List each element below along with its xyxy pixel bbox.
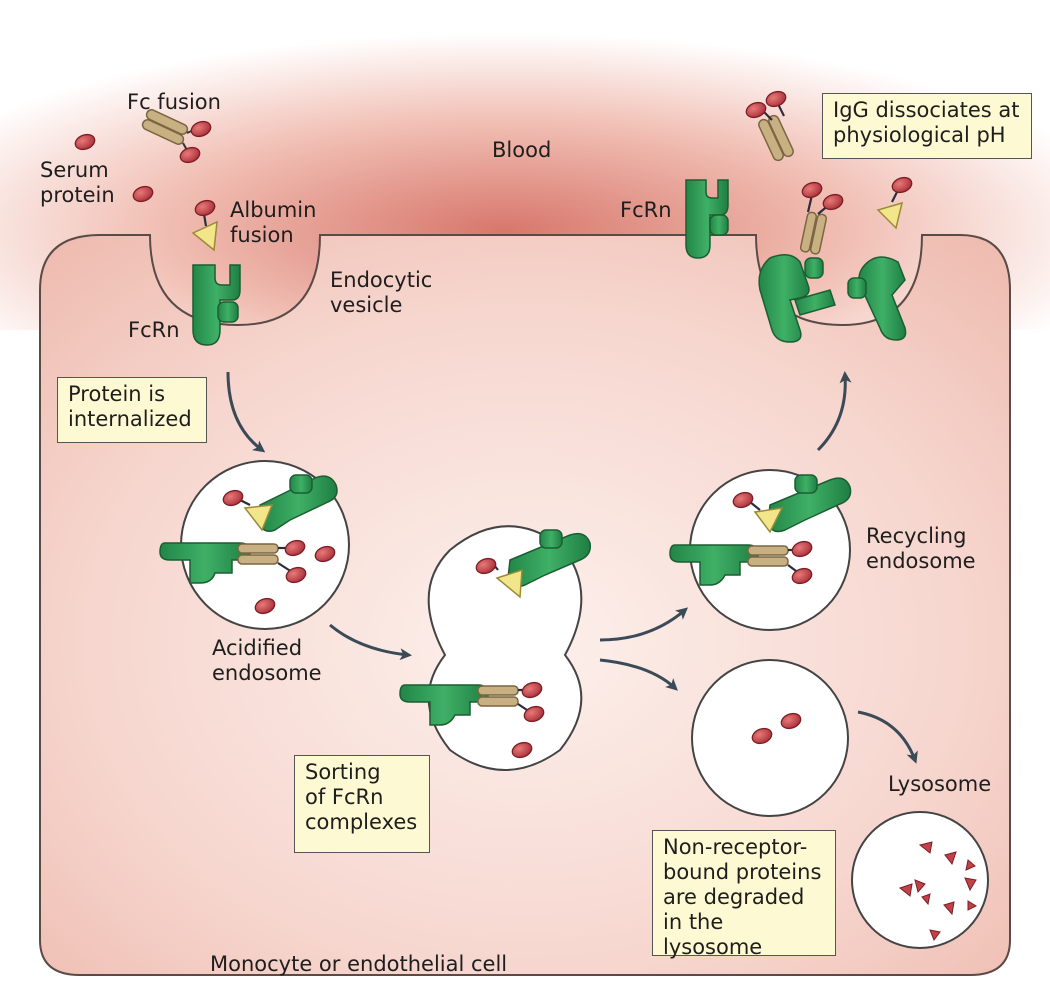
fcrn-receptor-pit-a bbox=[758, 254, 836, 343]
protein-ovals bbox=[74, 90, 913, 759]
arrow-to-degradation bbox=[599, 658, 678, 691]
note-sorting: Sorting of FcRn complexes bbox=[294, 755, 430, 853]
fcrn-receptor-endosome-1 bbox=[259, 474, 338, 532]
fcrn-receptor-pit-b bbox=[847, 256, 907, 341]
note-protein-internalized: Protein is internalized bbox=[57, 377, 207, 443]
lysosome-vesicle bbox=[851, 811, 989, 949]
pathway-arrows bbox=[226, 371, 918, 764]
fcrn-receptor-top bbox=[685, 179, 729, 259]
arrow-to-membrane bbox=[816, 371, 852, 452]
note-igg-dissociates: IgG dissociates at physiological pH bbox=[822, 93, 1032, 159]
albumin-fusion-label: Albumin fusion bbox=[230, 198, 317, 247]
fcrn-receptor-recycling-1 bbox=[767, 474, 852, 533]
fc-fusion-label: Fc fusion bbox=[127, 90, 221, 114]
note-degraded: Non-receptor- bound proteins are degrade… bbox=[652, 830, 836, 959]
cell-type-label: Monocyte or endothelial cell bbox=[210, 952, 508, 976]
recycling-endosome-label: Recycling endosome bbox=[866, 524, 976, 573]
fcrn-receptor-left bbox=[192, 264, 241, 346]
serum-protein-label: Serum protein bbox=[40, 158, 115, 207]
fcrn-label-top: FcRn bbox=[620, 198, 672, 222]
fcrn-receptor-sorting-1 bbox=[507, 529, 592, 588]
degraded-fragments bbox=[898, 841, 978, 942]
lysosome-label: Lysosome bbox=[888, 772, 992, 796]
arrow-to-lysosome bbox=[857, 710, 918, 764]
blood-label: Blood bbox=[492, 138, 552, 162]
fc-fusion-bound-top bbox=[799, 211, 828, 255]
arrow-to-recycling bbox=[599, 607, 689, 642]
fc-fusion-sorting bbox=[477, 685, 519, 707]
fc-fusion-released bbox=[758, 114, 794, 162]
endocytic-vesicle-label: Endocytic vesicle bbox=[330, 268, 433, 317]
arrow-internalization bbox=[226, 371, 266, 453]
albumin-triangles bbox=[191, 201, 904, 599]
fcrn-label-left: FcRn bbox=[128, 318, 180, 342]
acidified-endosome-label: Acidified endosome bbox=[212, 636, 322, 685]
arrow-to-sorting bbox=[329, 623, 412, 661]
